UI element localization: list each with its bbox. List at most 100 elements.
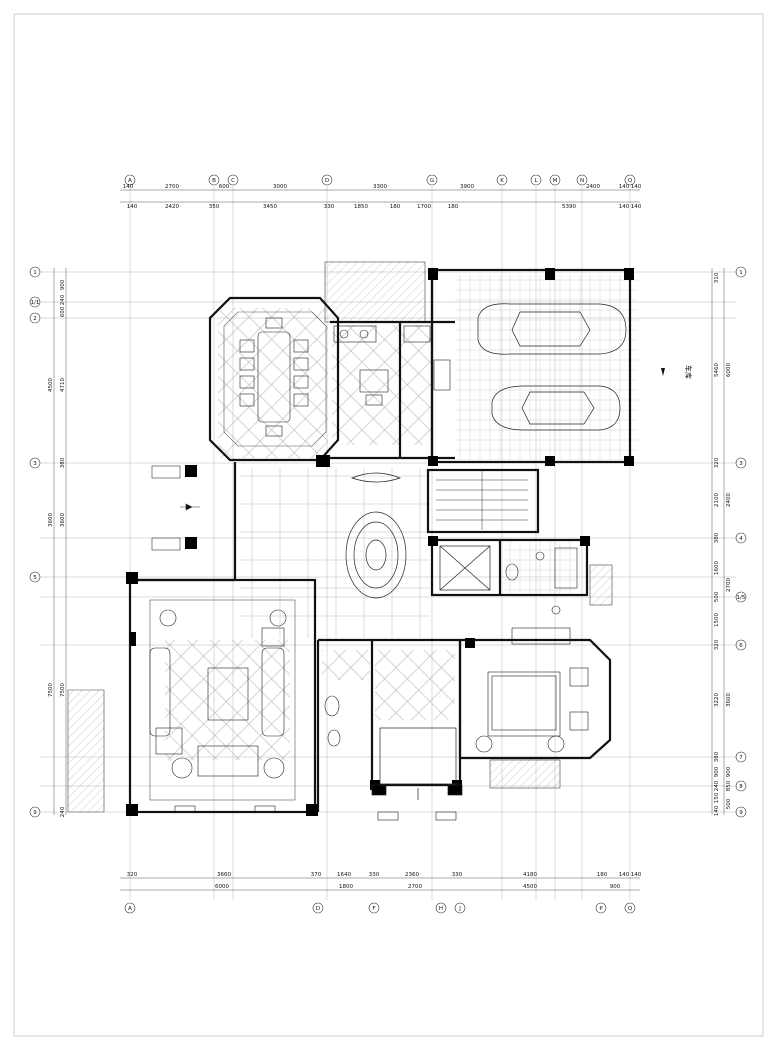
- dimension-text: 1640: [337, 872, 351, 878]
- grid-label: 1/5: [737, 595, 746, 601]
- dimension-text: 3900: [460, 184, 474, 190]
- dimension-text: 140: [619, 184, 630, 190]
- dining-table: [223, 311, 327, 447]
- grid-label: 7: [739, 755, 743, 761]
- dimension-text: 320: [714, 457, 720, 468]
- left-porch: [151, 465, 200, 551]
- dimension-text: 7500: [60, 683, 66, 697]
- dimension-text: 4180: [523, 872, 537, 878]
- dimension-text: 3300: [373, 184, 387, 190]
- grid-label: 8: [739, 784, 743, 790]
- dimension-text: 140: [631, 872, 642, 878]
- dimension-text: 1800: [339, 884, 353, 890]
- dimension-text: 2700: [408, 884, 422, 890]
- left-dimensions: 900 240 600 4710 380 3600 7500 240 4500 …: [48, 279, 66, 817]
- dimension-text: 5460: [714, 363, 720, 377]
- foyer-medallion: [345, 472, 407, 599]
- dimension-text: 330: [452, 872, 463, 878]
- bottom-windows: [174, 805, 457, 821]
- dimension-text: 240: [714, 780, 720, 791]
- dimension-text: 1500: [714, 613, 720, 627]
- dimension-text: 140: [127, 204, 138, 210]
- grid-bubble: [227, 174, 239, 186]
- dimension-text: 3600: [726, 693, 732, 707]
- grid-label: 5: [33, 575, 37, 581]
- grid-bubble: [368, 902, 380, 914]
- dimension-text: 370: [311, 872, 322, 878]
- grid-bubble: [735, 457, 747, 469]
- grid-bubble: [576, 174, 588, 186]
- dimension-text: 2360: [405, 872, 419, 878]
- dimension-text: 500: [714, 591, 720, 602]
- grid-label: L: [534, 178, 538, 184]
- grid-bubble: [624, 902, 636, 914]
- grid-label: K: [500, 178, 504, 184]
- dimension-text: 140: [619, 872, 630, 878]
- dimension-text: 4500: [48, 378, 54, 392]
- grid-bubble: [29, 457, 41, 469]
- dimension-text: 2100: [714, 493, 720, 507]
- grid-label: 1: [33, 270, 37, 276]
- grid-label: 9: [739, 810, 743, 816]
- grid-label: P: [599, 906, 603, 912]
- grid-label: 6: [739, 643, 743, 649]
- dimension-text: 140: [631, 204, 642, 210]
- dimension-text: 900: [726, 766, 732, 777]
- grid-bubble: [735, 639, 747, 651]
- dimension-text: 5390: [562, 204, 576, 210]
- grid-label: 3: [33, 461, 37, 467]
- dimension-text: 180: [597, 872, 608, 878]
- bedroom-terrace: [489, 759, 561, 789]
- dimension-text: 140: [123, 184, 134, 190]
- grid-label: B: [212, 178, 216, 184]
- dimension-text: 320: [714, 639, 720, 650]
- grid-label: G: [430, 178, 434, 184]
- dimension-text: 330: [369, 872, 380, 878]
- dimension-text: 2700: [726, 578, 732, 592]
- bath-terrace: [589, 564, 613, 606]
- walls: [128, 268, 632, 814]
- grid-bubble: [29, 806, 41, 818]
- bath-fixtures: [324, 547, 578, 747]
- grid-label: 9: [33, 810, 37, 816]
- dimension-text: 350: [209, 204, 220, 210]
- foyer-floor: [240, 468, 430, 638]
- dimension-text: 6000: [726, 363, 732, 377]
- dimension-text: 1700: [417, 204, 431, 210]
- grid-label: F: [372, 906, 375, 912]
- right-grid-axis: 1 3 4 1/5 6 7 8 9: [735, 266, 747, 818]
- grid-bubble: [29, 266, 41, 278]
- grid-bubble: [426, 174, 438, 186]
- dimension-text: 3450: [263, 204, 277, 210]
- dimension-text: 380: [60, 457, 66, 468]
- grid-bubble: [530, 174, 542, 186]
- grid-bubble: [124, 174, 136, 186]
- bedroom-furniture: [475, 627, 589, 753]
- dimension-text: 1600: [714, 561, 720, 575]
- dimension-text: 2420: [165, 204, 179, 210]
- dimension-text: 320: [127, 872, 138, 878]
- dimension-text: 850: [726, 780, 732, 791]
- dimension-text: 6000: [215, 884, 229, 890]
- grid-bubble: [735, 591, 747, 603]
- upper-terrace: [324, 261, 426, 323]
- dimension-text: 1850: [354, 204, 368, 210]
- grid-bubble: [208, 174, 220, 186]
- grid-bubble: [29, 312, 41, 324]
- dimension-text: 900: [60, 279, 66, 290]
- top-dimensions: 140 2700 600 3000 3300 3900 2400 140 140…: [123, 184, 642, 210]
- kitchen-island: [333, 325, 451, 406]
- grid-label: 2: [33, 316, 37, 322]
- garage-floor: [455, 275, 638, 460]
- dimension-text: 2700: [165, 184, 179, 190]
- dimension-text: 900: [610, 884, 621, 890]
- dimension-text: 380: [714, 532, 720, 543]
- dimension-text: 150: [714, 792, 720, 803]
- dimension-text: 380: [714, 751, 720, 762]
- grid-label: N: [580, 178, 584, 184]
- grid-label: 1/1: [31, 300, 40, 306]
- garage-label: 车库: [684, 365, 693, 379]
- grid-bubble: [124, 902, 136, 914]
- dimension-text: 180: [448, 204, 459, 210]
- grid-label: Q: [628, 906, 633, 912]
